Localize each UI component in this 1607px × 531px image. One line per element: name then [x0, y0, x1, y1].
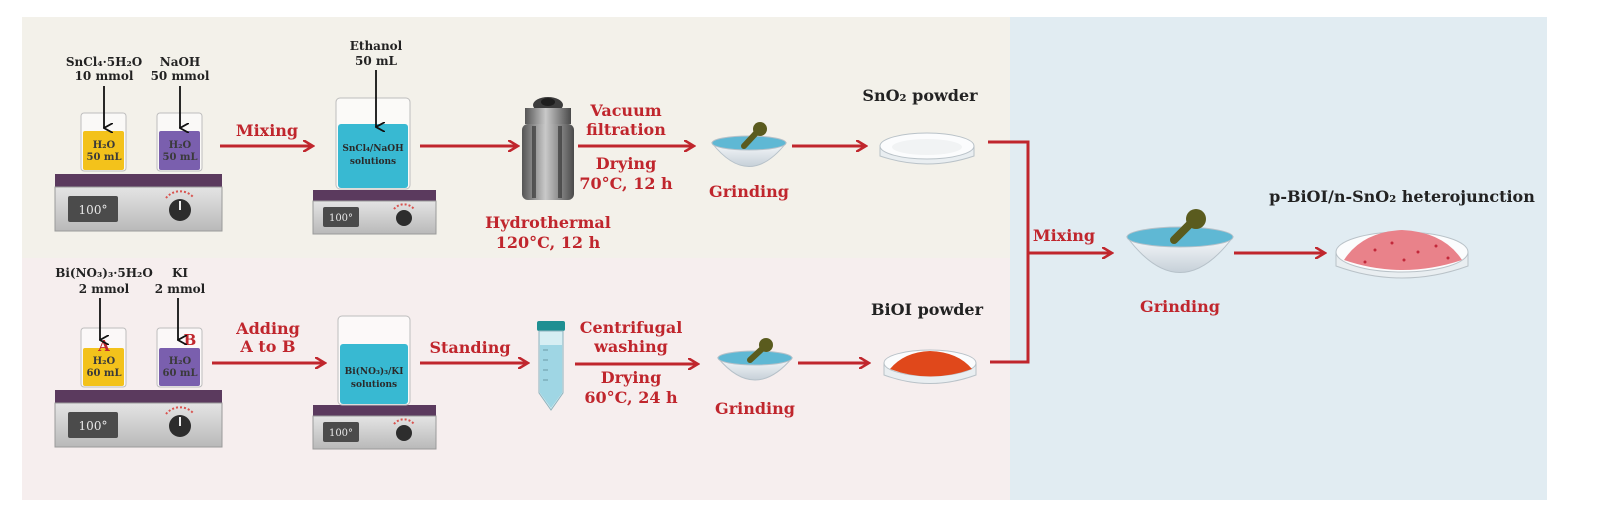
step-a-to-b-label: A to B: [239, 337, 295, 356]
sno2-powder-dish: [879, 132, 975, 165]
beaker-h2o-naoh: H₂O 50 mL: [156, 112, 203, 172]
beaker-h2o-snCl4: H₂O 50 mL: [80, 112, 127, 172]
beaker-sncl4-naoh-solution: SnCl₄/NaOH solutions: [335, 97, 411, 190]
svg-text:B: B: [184, 331, 197, 349]
grinding-label-top: Grinding: [709, 182, 789, 201]
step-mixing-final-label: Mixing: [1033, 226, 1095, 245]
svg-text:100°: 100°: [329, 213, 353, 224]
svg-text:H₂O: H₂O: [93, 140, 116, 151]
centrifuge-tube-icon: [537, 321, 565, 411]
reagent-naoh-amount: 50 mmol: [151, 69, 210, 83]
beaker-bi-ki-solution: Bi(NO₃)₃/KI solutions: [337, 315, 411, 406]
sno2-powder-label: SnO₂ powder: [862, 86, 978, 105]
grinding-label-bottom: Grinding: [715, 399, 795, 418]
svg-text:solutions: solutions: [350, 157, 396, 167]
beaker-a-bi-nitrate: A H₂O 60 mL: [80, 327, 127, 388]
grinding-label-final: Grinding: [1140, 297, 1220, 316]
hotplate-stirrer-4: 100°: [312, 405, 437, 450]
svg-text:H₂O: H₂O: [169, 140, 192, 151]
step-drying-conditions-bottom: 60°C, 24 h: [584, 388, 678, 407]
step-drying-label: Drying: [596, 154, 657, 173]
step-drying-conditions: 70°C, 12 h: [579, 174, 673, 193]
heterojunction-powder-dish: [1335, 230, 1469, 279]
reagent-snCl4-name: SnCl₄·5H₂O: [66, 55, 142, 69]
hotplate-stirrer-1: 100°: [54, 174, 223, 232]
hydrothermal-label: Hydrothermal: [485, 213, 611, 232]
heterojunction-label: p-BiOI/n-SnO₂ heterojunction: [1269, 187, 1535, 206]
mortar-pestle-final-icon: [1126, 209, 1234, 273]
step-filtration-label: filtration: [586, 120, 666, 139]
svg-text:H₂O: H₂O: [93, 356, 116, 367]
svg-text:100°: 100°: [329, 428, 353, 439]
step-standing-label: Standing: [429, 338, 510, 357]
step-adding-label: Adding: [235, 319, 300, 338]
mortar-pestle-icon: [710, 122, 788, 167]
svg-text:Bi(NO₃)₃/KI: Bi(NO₃)₃/KI: [345, 366, 404, 377]
mortar-pestle-icon: [716, 338, 794, 381]
ethanol-amount: 50 mL: [355, 54, 398, 68]
ethanol-name: Ethanol: [350, 39, 403, 53]
bioi-powder-dish: [883, 349, 977, 384]
svg-text:60 mL: 60 mL: [162, 368, 197, 379]
reagent-ki-amount: 2 mmol: [155, 282, 206, 296]
beaker-b-ki: B H₂O 60 mL: [156, 327, 203, 388]
step-drying-label-bottom: Drying: [601, 368, 662, 387]
svg-text:50 mL: 50 mL: [162, 152, 197, 163]
reagent-ki-name: KI: [172, 266, 188, 280]
step-mixing-label: Mixing: [236, 121, 298, 140]
svg-text:H₂O: H₂O: [169, 356, 192, 367]
reagent-naoh-name: NaOH: [160, 55, 201, 69]
bioi-powder-label: BiOI powder: [871, 300, 984, 319]
stirrer-display-text: 100°: [79, 203, 108, 217]
hotplate-stirrer-2: 100°: [312, 190, 437, 235]
hotplate-stirrer-3: 100°: [54, 390, 223, 448]
hydrothermal-autoclave-icon: [522, 97, 574, 200]
reagent-bi-nitrate-name: Bi(NO₃)₃·5H₂O: [55, 266, 153, 280]
step-centrifugal-label: Centrifugal: [580, 318, 683, 337]
svg-text:solutions: solutions: [351, 380, 397, 390]
reagent-bi-nitrate-amount: 2 mmol: [79, 282, 130, 296]
svg-text:60 mL: 60 mL: [86, 368, 121, 379]
hydrothermal-conditions: 120°C, 12 h: [496, 233, 601, 252]
step-vacuum-label: Vacuum: [589, 101, 661, 120]
step-washing-label: washing: [593, 337, 668, 356]
svg-text:100°: 100°: [79, 419, 108, 433]
svg-text:50 mL: 50 mL: [86, 152, 121, 163]
svg-text:SnCl₄/NaOH: SnCl₄/NaOH: [342, 144, 404, 154]
reagent-snCl4-amount: 10 mmol: [75, 69, 134, 83]
